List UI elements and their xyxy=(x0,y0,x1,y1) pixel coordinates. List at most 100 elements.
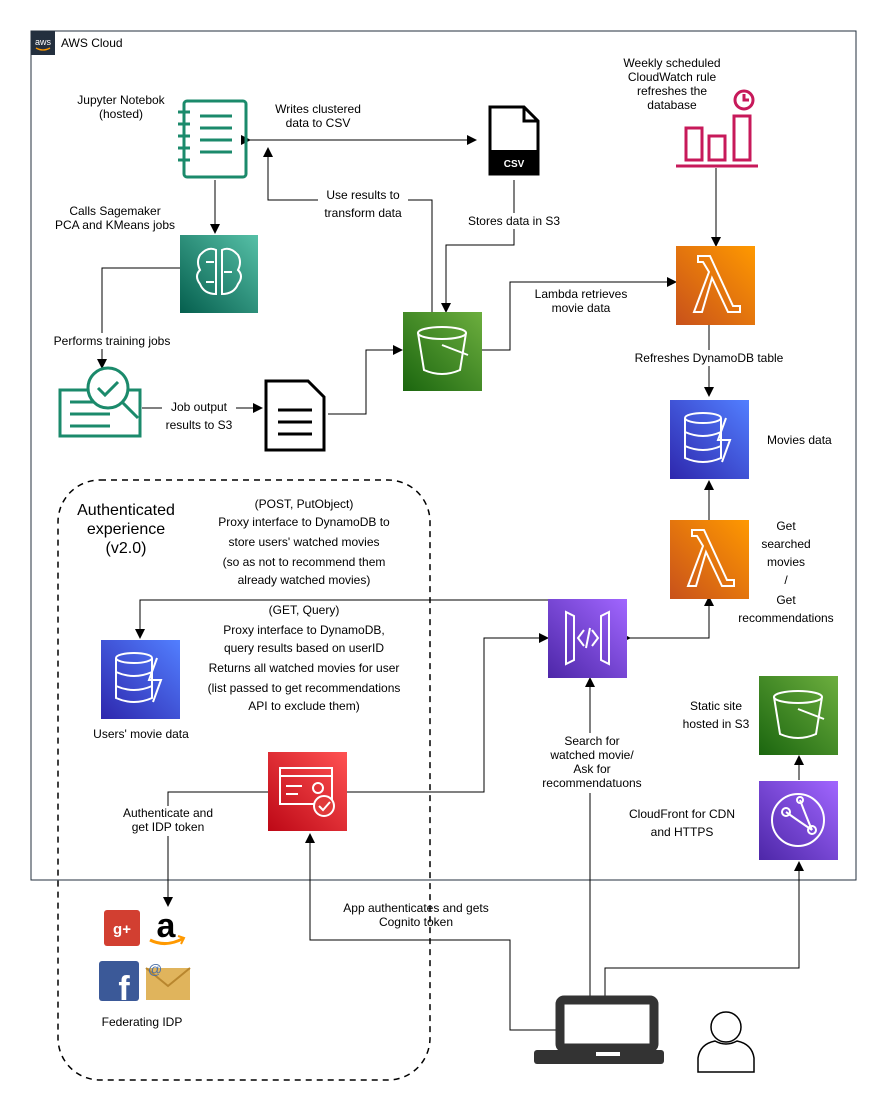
aws-cloud-group: aws AWS Cloud xyxy=(30,30,857,881)
csv-node: CSV xyxy=(488,105,540,176)
sagemaker-node: Calls Sagemaker PCA and KMeans jobs xyxy=(55,204,258,313)
group-title-1: Authenticated xyxy=(77,502,175,519)
apigw-node xyxy=(548,599,627,678)
cloudwatch-label-3: refreshes the xyxy=(637,84,707,98)
label-get-6: API to exclude them) xyxy=(248,699,359,713)
edge-app-auth xyxy=(305,833,556,1031)
edge-apigw-lambda xyxy=(621,596,714,643)
lambda-get-label-6: recommendations xyxy=(738,611,833,625)
dynamo-users-label: Users' movie data xyxy=(93,727,189,741)
edge-stores-s3 xyxy=(441,180,515,313)
cloudwatch-label-1: Weekly scheduled xyxy=(623,56,720,70)
notebook-icon xyxy=(178,99,248,179)
dynamodb-icon xyxy=(101,640,180,719)
edge-performs-training xyxy=(97,267,180,369)
lambda-top-node xyxy=(676,246,755,325)
lambda-get-label-4: / xyxy=(784,573,788,587)
idp-label: Federating IDP xyxy=(102,1015,183,1029)
aws-logo-text: aws xyxy=(35,37,52,47)
edge-doc-s3 xyxy=(328,345,403,415)
svg-text:g+: g+ xyxy=(113,921,131,938)
cloudwatch-node: Weekly scheduled CloudWatch rule refresh… xyxy=(623,56,758,168)
label-use-results-2: transform data xyxy=(324,206,402,220)
laptop-node xyxy=(534,995,664,1064)
label-refreshes-dynamo: Refreshes DynamoDB table xyxy=(635,351,784,365)
label-search-3: Ask for xyxy=(573,762,610,776)
label-job-output-2: results to S3 xyxy=(166,418,233,432)
jupyter-node: Jupyter Notebok (hosted) xyxy=(77,93,248,179)
label-search-2: watched movie/ xyxy=(549,748,634,762)
svg-text:f: f xyxy=(118,970,130,1008)
laptop-icon xyxy=(534,995,664,1064)
dynamo-movies-label: Movies data xyxy=(767,433,832,447)
jupyter-label-2: (hosted) xyxy=(99,107,143,121)
edge-laptop-cloudfront xyxy=(604,861,804,1000)
label-get-1: (GET, Query) xyxy=(269,603,340,617)
label-post-5: already watched movies) xyxy=(238,573,371,587)
label-get-3: query results based on userID xyxy=(224,641,384,655)
edge-labels: Writes clustered data to CSV Use results… xyxy=(52,100,784,929)
lambda-icon xyxy=(670,520,749,599)
label-app-auth-2: Cognito token xyxy=(379,915,453,929)
label-search-1: Search for xyxy=(564,734,619,748)
label-search-4: recommendatuons xyxy=(542,776,641,790)
doc-node xyxy=(264,379,326,452)
api-gateway-icon xyxy=(548,599,627,678)
label-get-4: Returns all watched movies for user xyxy=(209,661,400,675)
edges xyxy=(97,135,804,1031)
label-performs-training: Performs training jobs xyxy=(54,334,171,348)
label-authenticate-1: Authenticate and xyxy=(123,806,213,820)
edge-use-results xyxy=(263,147,433,312)
cognito-node xyxy=(268,752,347,831)
cloudfront-node: CloudFront for CDN and HTTPS xyxy=(629,781,838,860)
label-job-output-1: Job output xyxy=(171,400,228,414)
cloudwatch-label-2: CloudWatch rule xyxy=(628,70,717,84)
dynamo-movies-node: Movies data xyxy=(670,400,832,479)
edge-authenticate xyxy=(163,791,268,907)
facebook-icon: f xyxy=(99,961,139,1008)
cloudfront-label-2: and HTTPS xyxy=(651,825,714,839)
label-use-results-1: Use results to xyxy=(326,188,400,202)
label-authenticate-2: get IDP token xyxy=(132,820,205,834)
training-job-icon xyxy=(58,366,142,438)
label-get-2: Proxy interface to DynamoDB, xyxy=(223,623,384,637)
lambda-get-label-3: movies xyxy=(767,555,805,569)
sagemaker-label-2: PCA and KMeans jobs xyxy=(55,218,175,232)
jupyter-label-1: Jupyter Notebok xyxy=(77,93,165,107)
label-stores-s3: Stores data in S3 xyxy=(468,214,560,228)
lambda-get-node: Get searched movies / Get recommendation… xyxy=(670,519,834,625)
s3-bucket-icon xyxy=(759,676,838,755)
idp-node: g+ a f @ Federating IDP xyxy=(99,907,191,1029)
label-writes-csv-2: data to CSV xyxy=(286,116,351,130)
group-title-2: experience xyxy=(87,521,165,538)
cloudfront-icon xyxy=(759,781,838,860)
csv-file-icon: CSV xyxy=(488,105,540,176)
cloudwatch-label-4: database xyxy=(647,98,697,112)
training-node xyxy=(58,366,142,438)
aws-logo-icon xyxy=(31,31,55,55)
user-icon xyxy=(697,1011,755,1073)
cognito-icon xyxy=(268,752,347,831)
csv-badge: CSV xyxy=(504,159,525,170)
label-lambda-retrieves-1: Lambda retrieves xyxy=(535,287,628,301)
dynamo-users-node: Users' movie data xyxy=(93,640,189,741)
sagemaker-label-1: Calls Sagemaker xyxy=(69,204,160,218)
group-title-3: (v2.0) xyxy=(106,540,147,557)
label-post-2: Proxy interface to DynamoDB to xyxy=(218,515,390,529)
edge-lambda-retrieves xyxy=(482,277,677,351)
user-node xyxy=(697,1011,755,1073)
edge-cognito-apigw xyxy=(346,633,549,793)
lambda-get-label-1: Get xyxy=(776,519,796,533)
cloudfront-label-1: CloudFront for CDN xyxy=(629,807,735,821)
label-app-auth-1: App authenticates and gets xyxy=(343,901,488,915)
s3-main-node xyxy=(403,312,482,391)
label-post-4: (so as not to recommend them xyxy=(223,555,386,569)
cloudwatch-rule-icon xyxy=(676,89,758,168)
label-lambda-retrieves-2: movie data xyxy=(552,301,611,315)
label-writes-csv-1: Writes clustered xyxy=(275,102,361,116)
aws-cloud-label: AWS Cloud xyxy=(61,36,123,50)
amazon-icon: a xyxy=(149,907,186,945)
svg-text:a: a xyxy=(157,907,177,945)
lambda-get-label-5: Get xyxy=(776,593,796,607)
